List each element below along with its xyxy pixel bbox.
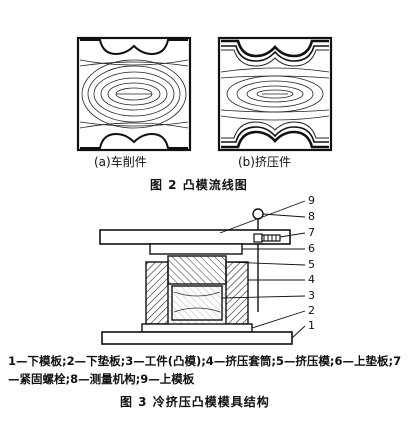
callout-9: 9 bbox=[308, 194, 315, 207]
callout-8: 8 bbox=[308, 210, 315, 223]
lower-pad bbox=[141, 323, 253, 333]
callout-2: 2 bbox=[308, 304, 315, 317]
callout-5: 5 bbox=[308, 258, 315, 271]
extrusion-sleeve-left bbox=[145, 261, 169, 325]
turned-part-label: (a)车削件 bbox=[94, 155, 147, 169]
figure-3-legend: 1—下模板;2—下垫板;3—工件(凸模);4—挤压套筒;5—挤压模;6—上垫板;… bbox=[8, 354, 402, 386]
callout-1: 1 bbox=[308, 319, 315, 332]
callout-4: 4 bbox=[308, 273, 315, 286]
fastening-bolt bbox=[261, 234, 281, 242]
lower-template bbox=[101, 331, 293, 345]
die-structure-diagram bbox=[99, 200, 306, 345]
turned-part-flowline-diagram bbox=[76, 36, 192, 152]
callout-7: 7 bbox=[308, 226, 315, 239]
measuring-mechanism bbox=[252, 208, 264, 312]
extrusion-die bbox=[167, 255, 227, 285]
callout-6: 6 bbox=[308, 242, 315, 255]
figure-3-caption: 图 3 冷挤压凸模模具结构 bbox=[120, 395, 270, 409]
upper-pad bbox=[149, 243, 243, 255]
extruded-part-label: (b)挤压件 bbox=[238, 155, 291, 169]
extrusion-sleeve-right bbox=[225, 261, 249, 325]
figure-2-caption: 图 2 凸模流线图 bbox=[150, 178, 248, 192]
extruded-part-flowline-diagram bbox=[217, 36, 333, 152]
callout-3: 3 bbox=[308, 289, 315, 302]
